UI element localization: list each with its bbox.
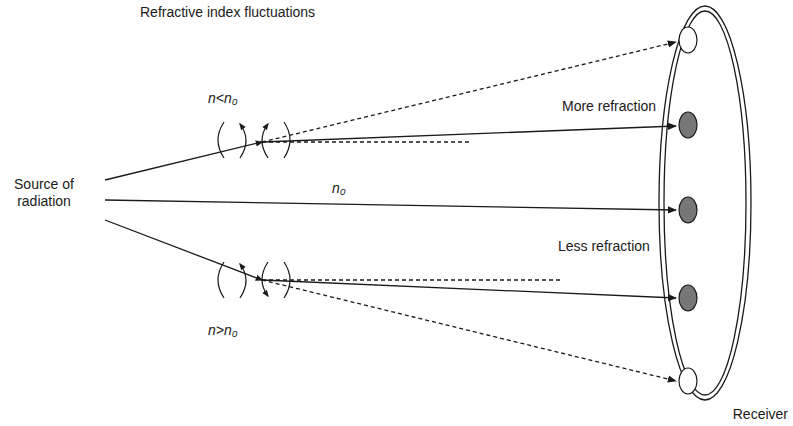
eddy-top <box>218 122 290 158</box>
receiver-shape <box>650 4 790 424</box>
source-label: Source of radiation <box>2 176 86 210</box>
receiver-inner <box>664 11 746 395</box>
title-note: Refractive index fluctuations <box>140 4 315 21</box>
receiver-outer <box>659 6 751 400</box>
receiver-ellipse: Receiver <box>650 4 790 424</box>
detector-spot <box>679 285 697 311</box>
detector-spot <box>679 197 697 223</box>
receiver-label: Receiver <box>733 406 788 422</box>
detector-spot <box>679 368 697 394</box>
index-label: n₀ <box>332 180 346 197</box>
note-label: More refraction <box>562 98 656 115</box>
rays <box>105 42 676 381</box>
detector-spot <box>679 27 697 53</box>
index-label: n<n₀ <box>208 90 238 107</box>
index-label: n>n₀ <box>208 322 238 339</box>
note-label: Less refraction <box>558 238 650 255</box>
detector-spot <box>679 112 697 138</box>
